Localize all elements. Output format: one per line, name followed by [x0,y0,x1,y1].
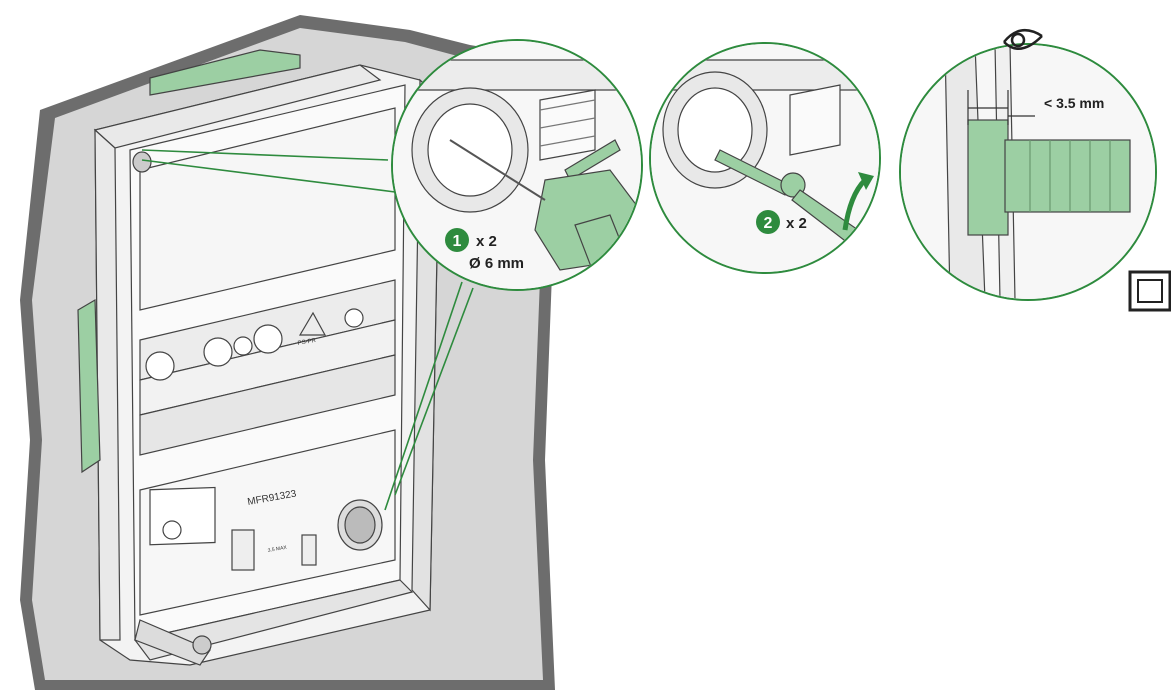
marking-label: PS-PR [297,338,317,347]
step2-detail: 2 x 2 [649,42,881,274]
callout-lines [141,149,474,511]
step1-detail: 1 x 2 Ø 6 mm [391,39,643,291]
square-outline-icon [1128,270,1171,312]
base-plate [93,64,441,666]
top-clip [149,49,301,96]
step1-diameter: Ø 6 mm [469,255,524,272]
step3-detail: < 3.5 mm [899,43,1157,301]
eye-icon [1003,29,1043,50]
step2-quantity: x 2 [786,215,807,232]
spirit-mark-label: 3.5 MAX [267,545,288,554]
step2-number: 2 [764,215,773,232]
step3-tolerance: < 3.5 mm [1044,95,1104,111]
left-clip [77,298,101,474]
step1-quantity: x 2 [476,233,497,250]
step1-number: 1 [453,233,462,250]
